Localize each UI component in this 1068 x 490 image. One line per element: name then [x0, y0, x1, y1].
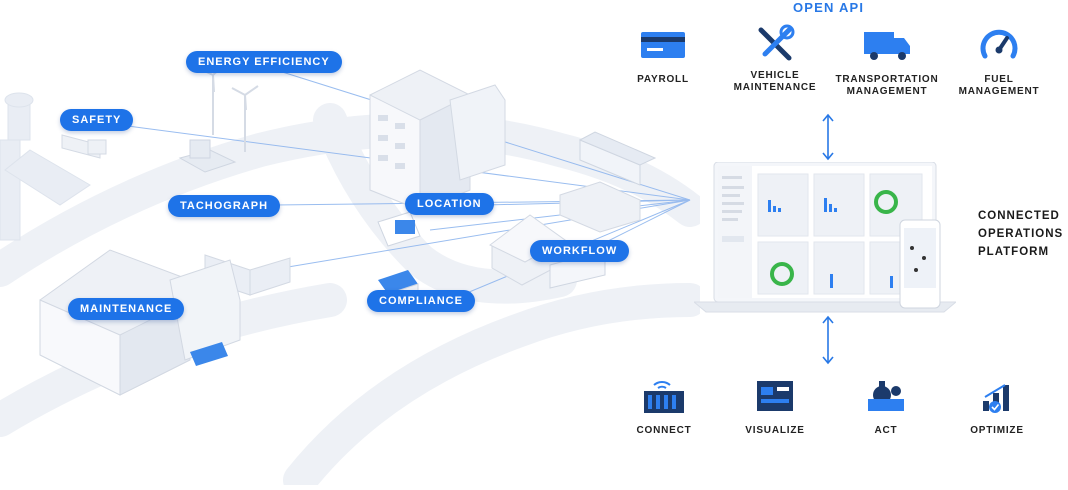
payroll-icon [641, 32, 685, 58]
visualize-icon [757, 381, 793, 411]
api-payroll-label: PAYROLL [637, 74, 689, 85]
step-visualize-label: VISUALIZE [745, 425, 805, 436]
dashboard-screen [692, 161, 958, 313]
optimize-icon [983, 384, 1009, 413]
api-transportation-management-label: TRANSPORTATION MANAGEMENT [835, 74, 939, 97]
location-pill: LOCATION [405, 193, 494, 215]
step-visualize: VISUALIZE [725, 377, 825, 437]
wrench-screwdriver-icon [758, 24, 795, 61]
platform-line-1: CONNECTED [978, 210, 1060, 222]
open-api-title: OPEN API [793, 0, 865, 15]
gauge-icon [980, 29, 1018, 59]
platform-laptop [692, 161, 958, 314]
api-fuel-management: FUEL MANAGEMENT [944, 26, 1054, 98]
api-vehicle-maintenance-label: VEHICLE MAINTENANCE [733, 70, 817, 93]
truck-icon [864, 32, 910, 60]
step-optimize: OPTIMIZE [947, 377, 1047, 437]
platform-line-2: OPERATIONS [978, 228, 1064, 240]
api-transportation-management: TRANSPORTATION MANAGEMENT [832, 28, 942, 98]
workflow-pill: WORKFLOW [530, 240, 630, 262]
up-down-arrow-icon [822, 315, 834, 365]
api-payroll: PAYROLL [608, 28, 718, 86]
scene-illustration [0, 63, 707, 490]
maintenance-pill: MAINTENANCE [68, 298, 185, 320]
energy-efficiency-pill: ENERGY EFFICIENCY [186, 51, 342, 73]
platform-line-3: PLATFORM [978, 246, 1050, 258]
safety-pill: SAFETY [60, 109, 134, 131]
step-optimize-label: OPTIMIZE [970, 425, 1024, 436]
tachograph-pill: TACHOGRAPH [168, 195, 281, 217]
connect-icon [644, 381, 684, 413]
step-act: ACT [836, 377, 936, 437]
api-fuel-management-label: FUEL MANAGEMENT [958, 74, 1040, 97]
up-down-arrow-icon [822, 113, 834, 161]
api-vehicle-maintenance: VEHICLE MAINTENANCE [720, 24, 830, 94]
compliance-pill: COMPLIANCE [367, 290, 475, 312]
step-connect: CONNECT [614, 377, 714, 437]
connected-operations-platform-label: CONNECTED OPERATIONS PLATFORM [978, 207, 1063, 261]
fleet-scene: ENERGY EFFICIENCY SAFETY TACHOGRAPH LOCA… [0, 51, 707, 490]
step-act-label: ACT [874, 425, 898, 436]
step-connect-label: CONNECT [636, 425, 692, 436]
act-icon [868, 381, 904, 411]
